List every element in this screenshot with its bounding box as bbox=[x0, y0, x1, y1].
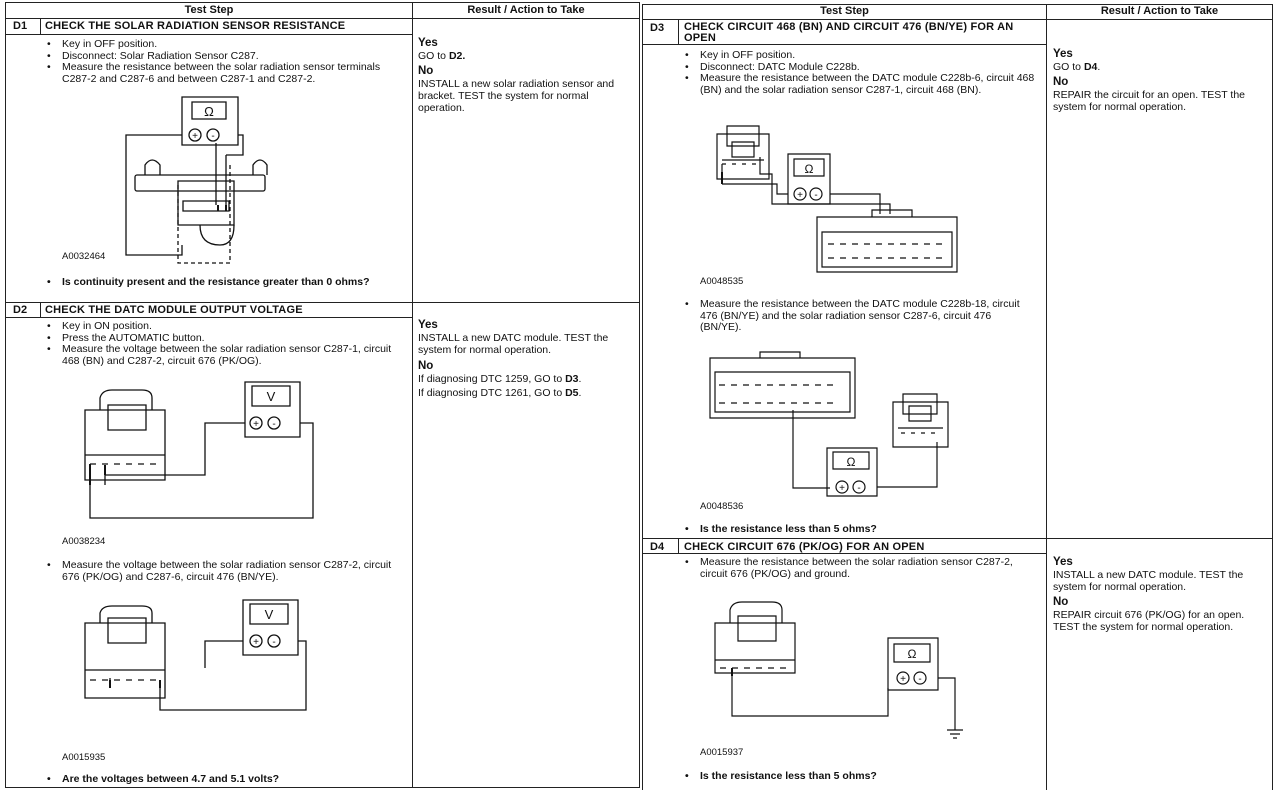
svg-text:-: - bbox=[272, 419, 275, 430]
d4-instructions: Measure the resistance between the solar… bbox=[680, 556, 1035, 580]
list-item: Press the AUTOMATIC button. bbox=[42, 332, 402, 345]
d3-question: Is the resistance less than 5 ohms? bbox=[680, 523, 1035, 536]
d3-diagram-resistance-1: Ω + - bbox=[712, 122, 962, 277]
question-text: Are the voltages between 4.7 and 5.1 vol… bbox=[42, 773, 402, 786]
d4-diagram-resistance: Ω + - bbox=[710, 598, 970, 743]
volt-symbol: V bbox=[265, 607, 274, 622]
list-item: Measure the voltage between the solar ra… bbox=[42, 559, 402, 583]
no-label: No bbox=[1053, 596, 1069, 608]
ohm-symbol: Ω bbox=[908, 647, 917, 661]
svg-text:-: - bbox=[272, 637, 275, 648]
yes-label: Yes bbox=[418, 37, 438, 49]
d2-diagram-voltage-1: V + - bbox=[80, 380, 320, 525]
figure-id-d1: A0032464 bbox=[62, 251, 106, 262]
list-item: Measure the voltage between the solar ra… bbox=[42, 343, 402, 367]
step-id-d4: D4 bbox=[650, 541, 665, 553]
list-item: Disconnect: DATC Module C228b. bbox=[680, 61, 1035, 74]
ohm-symbol: Ω bbox=[805, 162, 814, 176]
list-item: Disconnect: Solar Radiation Sensor C287. bbox=[42, 50, 402, 63]
svg-text:+: + bbox=[253, 637, 259, 648]
right-header-test-step: Test Step bbox=[820, 5, 869, 17]
svg-text:-: - bbox=[918, 674, 921, 685]
ohm-symbol: Ω bbox=[847, 455, 856, 469]
list-item: Measure the resistance between the DATC … bbox=[680, 72, 1035, 96]
step-title-d1: CHECK THE SOLAR RADIATION SENSOR RESISTA… bbox=[45, 20, 346, 32]
svg-text:+: + bbox=[192, 131, 198, 142]
yes-text: INSTALL a new DATC module. TEST the syst… bbox=[1053, 569, 1244, 593]
svg-text:-: - bbox=[857, 483, 860, 494]
d2-instructions-2: Measure the voltage between the solar ra… bbox=[42, 559, 402, 583]
volt-symbol: V bbox=[267, 389, 276, 404]
no-label: No bbox=[418, 65, 434, 77]
question-text: Is continuity present and the resistance… bbox=[42, 276, 402, 289]
no-text: INSTALL a new solar radiation sensor and… bbox=[418, 78, 615, 114]
yes-label: Yes bbox=[1053, 48, 1073, 60]
svg-text:-: - bbox=[211, 131, 214, 142]
step-id-d3: D3 bbox=[650, 22, 665, 34]
yes-text: INSTALL a new DATC module. TEST the syst… bbox=[418, 332, 609, 356]
svg-text:-: - bbox=[814, 190, 817, 201]
left-header-result: Result / Action to Take bbox=[467, 4, 585, 16]
d1-result: Yes GO to D2. No INSTALL a new solar rad… bbox=[418, 37, 638, 114]
d1-question: Is continuity present and the resistance… bbox=[42, 276, 402, 289]
d1-diagram: Ω + - bbox=[120, 95, 290, 265]
list-item: Measure the resistance between the solar… bbox=[680, 556, 1035, 580]
yes-label: Yes bbox=[418, 319, 438, 331]
yes-target-link[interactable]: D2. bbox=[448, 50, 466, 62]
ohm-symbol: Ω bbox=[204, 104, 214, 119]
yes-target-link[interactable]: D4 bbox=[1083, 61, 1098, 73]
list-item: Key in ON position. bbox=[42, 320, 402, 333]
step-title-d2: CHECK THE DATC MODULE OUTPUT VOLTAGE bbox=[45, 304, 303, 316]
svg-text:+: + bbox=[797, 190, 803, 201]
d4-result: Yes INSTALL a new DATC module. TEST the … bbox=[1053, 556, 1268, 633]
step-id-d2: D2 bbox=[13, 304, 28, 316]
list-item: Key in OFF position. bbox=[680, 49, 1035, 62]
d1-instructions: Key in OFF position. Disconnect: Solar R… bbox=[42, 38, 402, 85]
d2-diagram-voltage-2: V + - bbox=[80, 598, 320, 738]
figure-id-d3-2: A0048536 bbox=[700, 501, 744, 512]
no-label: No bbox=[1053, 76, 1069, 88]
d3-instructions-2: Measure the resistance between the DATC … bbox=[680, 298, 1035, 334]
no-target-link-2[interactable]: D5 bbox=[565, 387, 579, 399]
list-item: Measure the resistance between the DATC … bbox=[680, 298, 1035, 334]
d2-question: Are the voltages between 4.7 and 5.1 vol… bbox=[42, 773, 402, 786]
d2-result: Yes INSTALL a new DATC module. TEST the … bbox=[418, 319, 638, 399]
question-text: Is the resistance less than 5 ohms? bbox=[680, 523, 1035, 536]
question-text: Is the resistance less than 5 ohms? bbox=[680, 770, 1035, 783]
no-target-link-1[interactable]: D3 bbox=[565, 373, 579, 385]
no-text-2: If diagnosing DTC 1261, GO to bbox=[418, 387, 566, 399]
figure-id-d3-1: A0048535 bbox=[700, 276, 744, 287]
yes-text: GO to bbox=[418, 50, 449, 62]
step-id-d1: D1 bbox=[13, 20, 28, 32]
d3-instructions: Key in OFF position. Disconnect: DATC Mo… bbox=[680, 49, 1035, 96]
step-title-d4: CHECK CIRCUIT 676 (PK/OG) FOR AN OPEN bbox=[684, 541, 925, 553]
figure-id-d4: A0015937 bbox=[700, 747, 744, 758]
d3-diagram-resistance-2: Ω + - bbox=[705, 350, 965, 500]
svg-text:+: + bbox=[839, 483, 845, 494]
yes-text: GO to bbox=[1053, 61, 1084, 73]
list-item: Key in OFF position. bbox=[42, 38, 402, 51]
d3-result: Yes GO to D4. No REPAIR the circuit for … bbox=[1053, 48, 1268, 113]
no-text: REPAIR circuit 676 (PK/OG) for an open. … bbox=[1053, 609, 1245, 633]
d2-instructions: Key in ON position. Press the AUTOMATIC … bbox=[42, 320, 402, 367]
step-title-d3: CHECK CIRCUIT 468 (BN) AND CIRCUIT 476 (… bbox=[684, 21, 1014, 44]
left-header-test-step: Test Step bbox=[184, 4, 234, 16]
figure-id-d2-2: A0015935 bbox=[62, 752, 106, 763]
svg-text:+: + bbox=[900, 674, 906, 685]
d4-question: Is the resistance less than 5 ohms? bbox=[680, 770, 1035, 783]
right-header-result: Result / Action to Take bbox=[1100, 5, 1219, 17]
yes-label: Yes bbox=[1053, 556, 1073, 568]
list-item: Measure the resistance between the solar… bbox=[42, 61, 402, 85]
no-text: REPAIR the circuit for an open. TEST the… bbox=[1053, 89, 1246, 113]
no-text-1: If diagnosing DTC 1259, GO to bbox=[418, 373, 566, 385]
figure-id-d2-1: A0038234 bbox=[62, 536, 106, 547]
svg-text:+: + bbox=[253, 419, 259, 430]
no-label: No bbox=[418, 360, 434, 372]
